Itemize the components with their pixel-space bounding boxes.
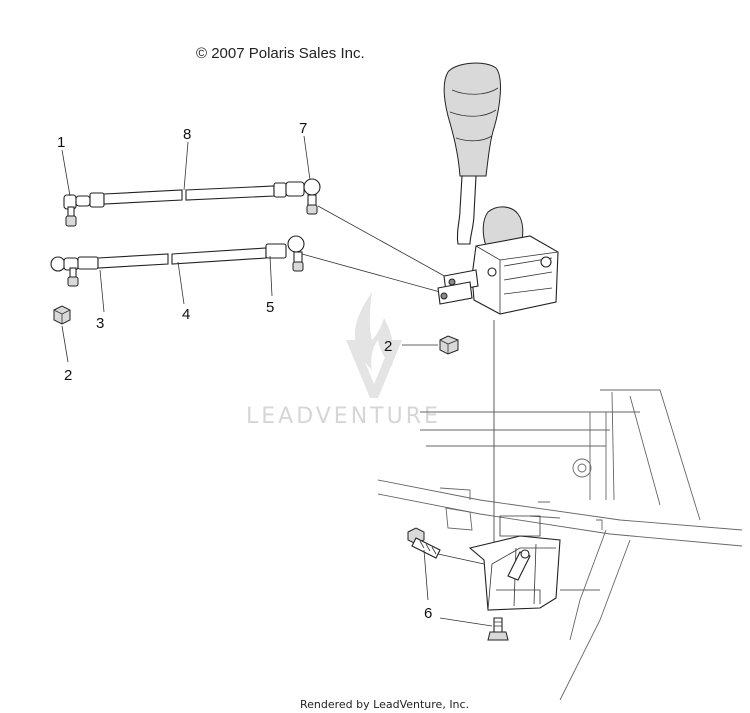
upper-tie-rod-assembly	[63, 178, 321, 227]
watermark-text: LEADVENTURE	[246, 404, 441, 429]
callout-6: 6	[424, 605, 432, 622]
watermark-v-icon	[346, 340, 402, 398]
copyright-text: © 2007 Polaris Sales Inc.	[196, 45, 365, 62]
callout-4: 4	[182, 306, 190, 323]
shift-boot	[482, 206, 524, 247]
shifter-housing	[471, 235, 559, 315]
callout-1: 1	[57, 134, 65, 151]
callout-2-left: 2	[64, 367, 72, 384]
shift-lever-shaft	[456, 175, 477, 245]
watermark-flame-icon	[354, 292, 394, 370]
bolt-upper	[407, 527, 485, 565]
upper-link-line	[317, 205, 449, 279]
vehicle-frame	[377, 389, 743, 701]
callout-8: 8	[183, 126, 191, 143]
leadventure-watermark: LEADVENTURE	[246, 292, 441, 429]
callout-2-middle: 2	[384, 338, 392, 355]
bolt-lower	[487, 617, 509, 641]
lower-link-line	[301, 253, 441, 293]
shifter-mount-bracket	[468, 515, 561, 611]
callouts: 1 8 7 3 4 5 2 2 6	[57, 120, 432, 622]
nut-left	[53, 305, 71, 325]
callout-5: 5	[266, 299, 274, 316]
leader-lines	[61, 135, 493, 627]
rendered-by-footer: Rendered by LeadVenture, Inc.	[300, 698, 469, 711]
nut-middle	[439, 335, 459, 355]
callout-7: 7	[299, 120, 307, 137]
shift-knob	[443, 62, 501, 177]
callout-3: 3	[96, 315, 104, 332]
gear-shifter-assembly	[437, 62, 559, 315]
lower-tie-rod-assembly	[50, 235, 305, 287]
